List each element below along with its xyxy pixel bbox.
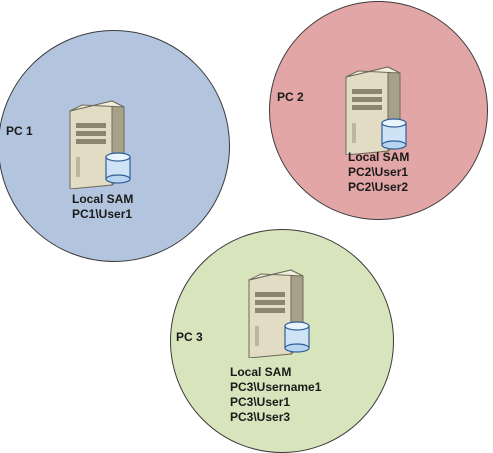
pc3-user-3: PC3\User3 (230, 410, 291, 424)
pc1-server-icon (69, 100, 131, 189)
database-icon (381, 118, 407, 150)
pc3-sam-title: Local SAM (230, 365, 292, 379)
pc2-server-icon (345, 66, 407, 155)
pc1-user-1: PC1\User1 (72, 207, 133, 221)
pc3-user-1: PC3\Username1 (230, 380, 322, 394)
pc2-sam-block: Local SAM PC2\User1 PC2\User2 (348, 150, 409, 195)
pc2-label: PC 2 (277, 90, 304, 104)
pc3-user-2: PC3\User1 (230, 395, 291, 409)
database-icon (284, 321, 310, 353)
pc3-server-icon (248, 269, 310, 358)
pc2-user-1: PC2\User1 (348, 165, 409, 179)
database-icon (105, 152, 131, 184)
pc2-sam-title: Local SAM (348, 150, 410, 164)
pc2-user-2: PC2\User2 (348, 180, 409, 194)
pc3-sam-block: Local SAM PC3\Username1 PC3\User1 PC3\Us… (230, 365, 321, 425)
pc1-sam-block: Local SAM PC1\User1 (72, 192, 133, 222)
pc3-label: PC 3 (176, 330, 203, 344)
pc1-label: PC 1 (6, 124, 33, 138)
pc1-sam-title: Local SAM (72, 192, 134, 206)
